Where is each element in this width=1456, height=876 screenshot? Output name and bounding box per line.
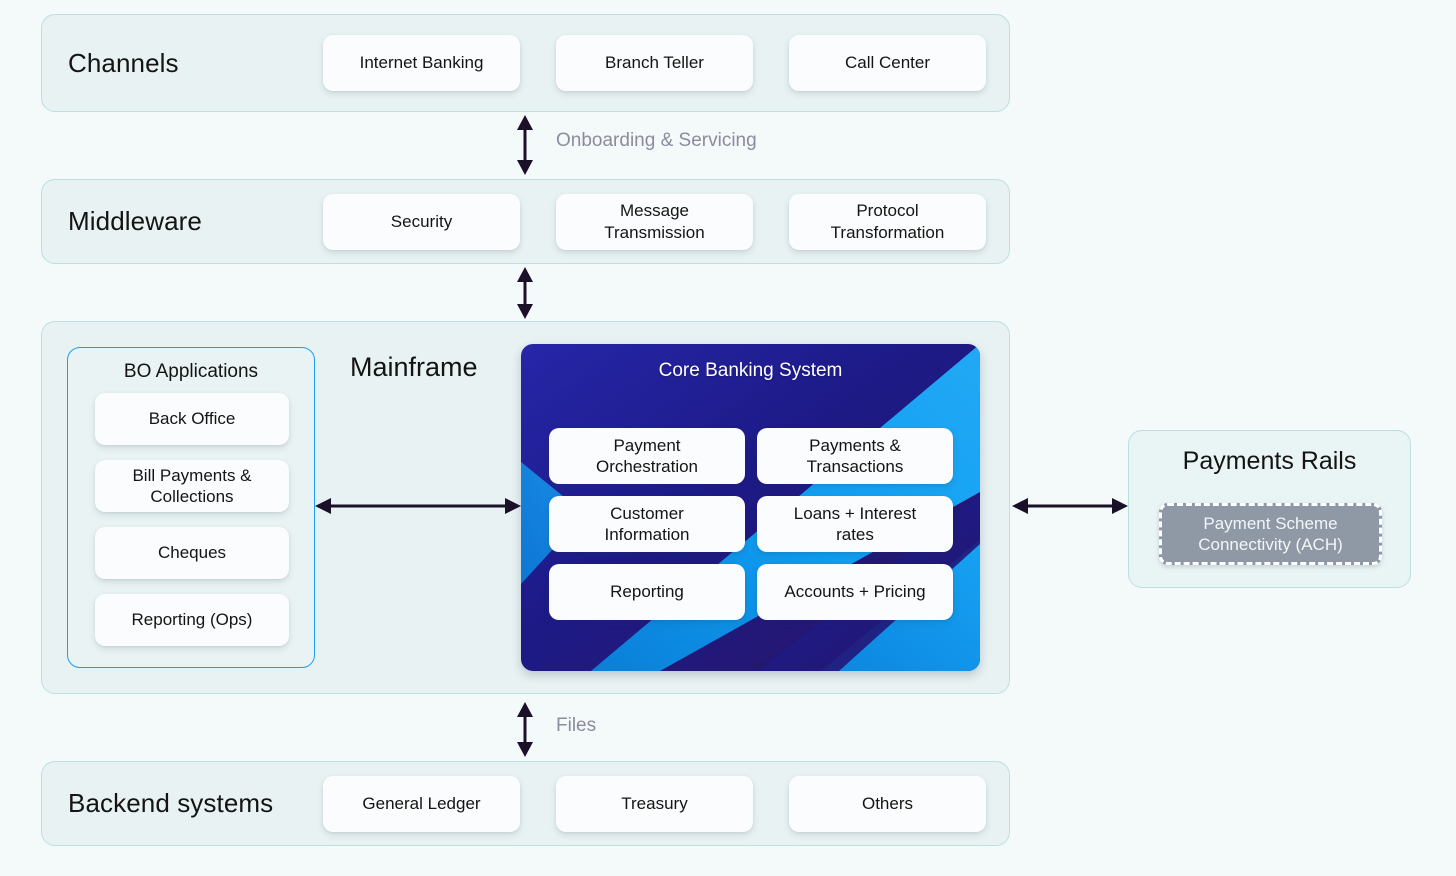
backend-card-list: General Ledger Treasury Others — [323, 762, 993, 845]
card-general-ledger[interactable]: General Ledger — [323, 775, 520, 832]
card-treasury[interactable]: Treasury — [556, 775, 753, 832]
card-reporting-ops[interactable]: Reporting (Ops) — [95, 594, 289, 646]
card-internet-banking[interactable]: Internet Banking — [323, 35, 520, 91]
card-security[interactable]: Security — [323, 193, 520, 250]
card-bill-payments-collections[interactable]: Bill Payments &Collections — [95, 460, 289, 512]
layer-title-backend-systems: Backend systems — [68, 788, 274, 818]
group-bo-applications: BO Applications Back Office Bill Payment… — [67, 347, 315, 668]
connector-bo-to-core — [315, 494, 521, 518]
card-reporting[interactable]: Reporting — [549, 564, 745, 620]
connector-channels-middleware — [512, 115, 538, 175]
group-title-core-banking-system: Core Banking System — [658, 360, 843, 381]
card-branch-teller[interactable]: Branch Teller — [556, 35, 753, 91]
layer-title-mainframe: Mainframe — [350, 352, 478, 382]
card-cheques[interactable]: Cheques — [95, 527, 289, 579]
card-others[interactable]: Others — [789, 775, 986, 832]
bo-applications-card-list: Back Office Bill Payments &Collections C… — [95, 393, 289, 646]
card-back-office[interactable]: Back Office — [95, 393, 289, 445]
group-title-bo-applications: BO Applications — [123, 361, 259, 382]
connector-mainframe-backend — [512, 702, 538, 757]
layer-panel-channels: Channels Internet Banking Branch Teller … — [41, 14, 1010, 112]
connector-label-onboarding-servicing: Onboarding & Servicing — [556, 130, 757, 151]
card-call-center[interactable]: Call Center — [789, 35, 986, 91]
connector-middleware-mainframe — [512, 267, 538, 319]
layer-panel-backend-systems: Backend systems General Ledger Treasury … — [41, 761, 1010, 846]
layer-title-middleware: Middleware — [68, 206, 202, 236]
group-title-payments-rails: Payments Rails — [1182, 447, 1357, 475]
layer-title-channels: Channels — [68, 47, 179, 78]
card-accounts-pricing[interactable]: Accounts + Pricing — [757, 564, 953, 620]
connector-core-to-rails — [1012, 494, 1128, 518]
channels-card-list: Internet Banking Branch Teller Call Cent… — [323, 15, 993, 111]
connector-label-files: Files — [556, 715, 597, 736]
card-payments-transactions[interactable]: Payments &Transactions — [757, 428, 953, 484]
